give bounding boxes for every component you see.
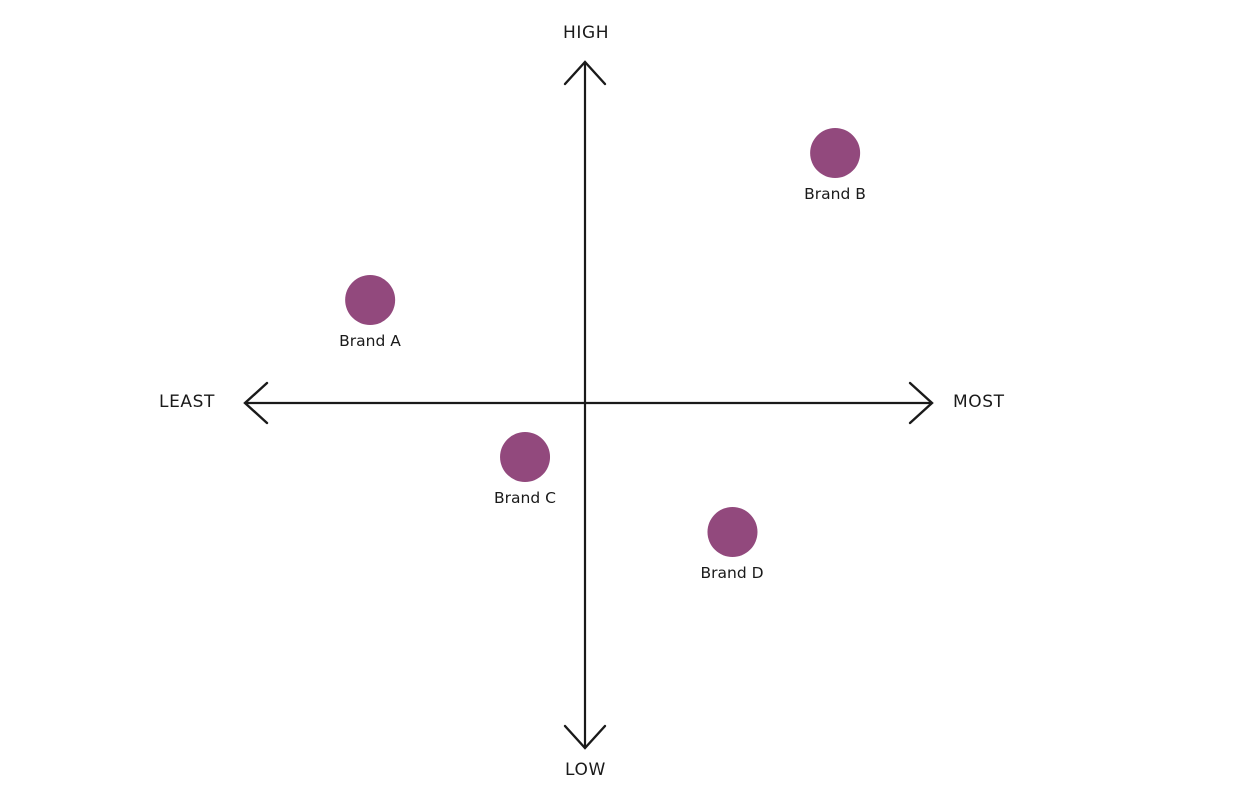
arrowhead-right-icon <box>908 381 934 425</box>
data-point-brand-c[interactable]: Brand C <box>494 432 556 507</box>
bubble-marker[interactable] <box>499 432 550 482</box>
bubble-label: Brand B <box>804 185 866 203</box>
data-point-brand-a[interactable]: Brand A <box>339 275 401 350</box>
bubble-label: Brand C <box>494 489 556 507</box>
axis-label-left: LEAST <box>159 392 216 412</box>
bubble-label: Brand D <box>700 564 764 582</box>
bubble-marker[interactable] <box>344 275 395 325</box>
bubble-label: Brand A <box>339 332 401 350</box>
data-point-brand-b[interactable]: Brand B <box>804 128 866 203</box>
arrowhead-up-icon <box>563 60 607 86</box>
axis-label-top: HIGH <box>563 23 610 43</box>
axis-label-right: MOST <box>953 392 1005 412</box>
axis-label-bottom: LOW <box>565 760 606 780</box>
arrowhead-left-icon <box>243 381 269 425</box>
bubble-marker[interactable] <box>809 128 860 178</box>
arrowhead-down-icon <box>563 724 607 750</box>
bubble-marker[interactable] <box>707 507 757 557</box>
data-point-brand-d[interactable]: Brand D <box>700 507 764 582</box>
